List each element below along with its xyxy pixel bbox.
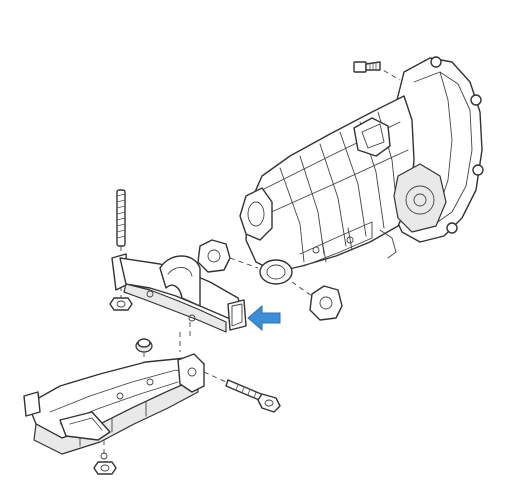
transmission-housing-drawing <box>239 56 484 285</box>
threaded-stud-drawing <box>116 189 126 298</box>
long-bolt-drawing <box>203 371 281 413</box>
top-bolt-drawing <box>353 61 401 81</box>
washer-plate-drawing-right <box>291 281 343 321</box>
nut-drawing-bottom <box>93 461 117 475</box>
washer-plate-drawing <box>197 239 259 273</box>
crossmember-drawing <box>23 353 205 460</box>
nut-drawing <box>109 297 133 311</box>
bushing-drawing <box>135 338 153 372</box>
bracket-drawing <box>111 253 247 352</box>
arrow-left-icon <box>247 304 281 332</box>
